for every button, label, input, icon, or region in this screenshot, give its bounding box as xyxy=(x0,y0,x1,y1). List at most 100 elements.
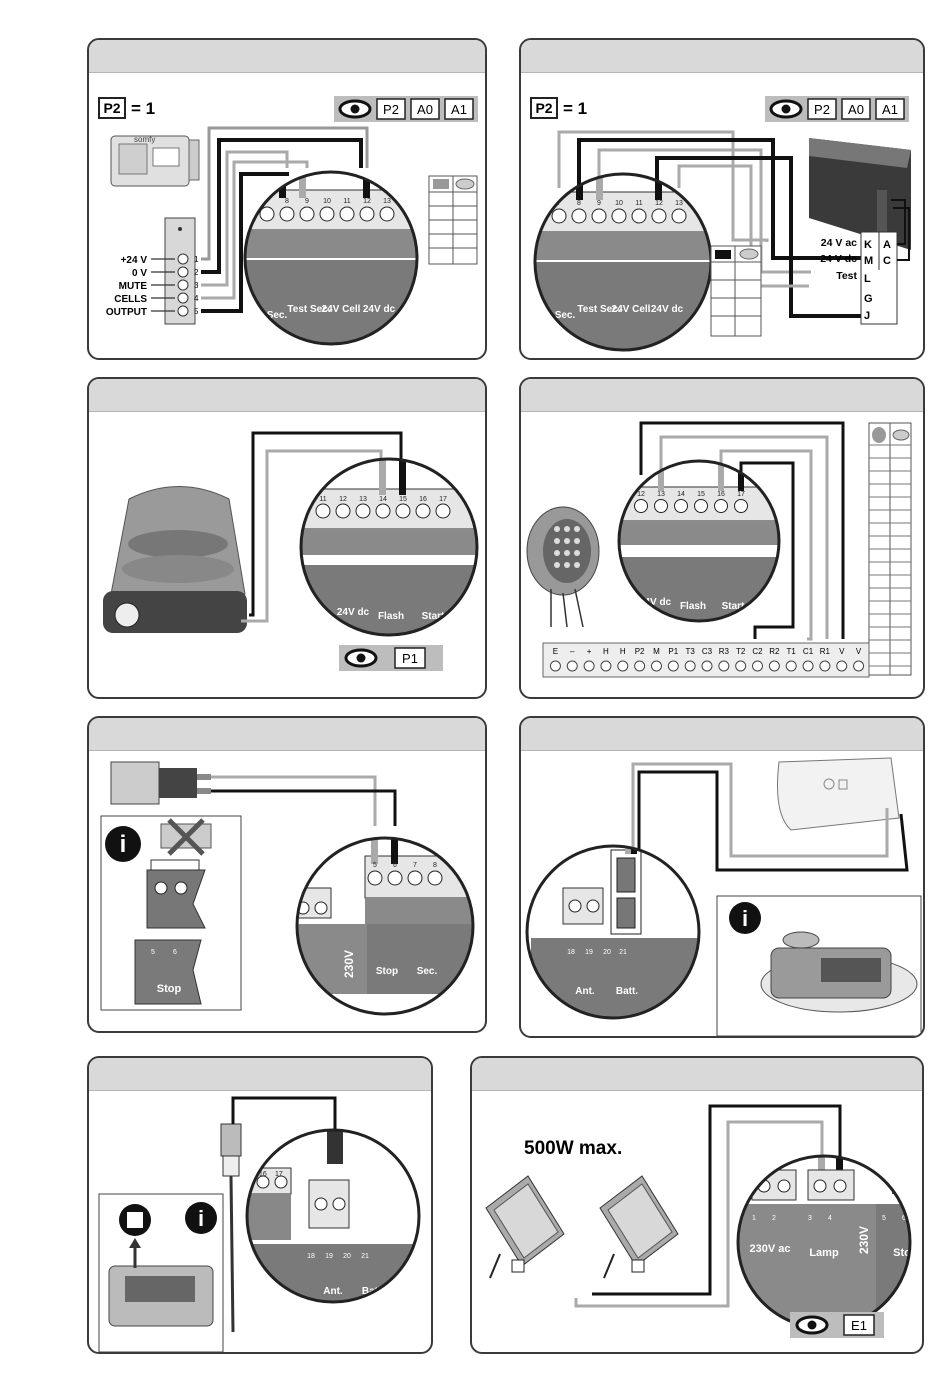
terminal-number: 15 xyxy=(399,496,407,503)
floodlight-icon xyxy=(485,1175,565,1279)
terminal-letter: A xyxy=(883,239,891,251)
terminal-number: 12 xyxy=(637,491,645,498)
legend-table xyxy=(428,175,478,265)
strip-terminal-label: R3 xyxy=(719,647,730,656)
terminal-letter: G xyxy=(864,293,873,305)
wires xyxy=(557,130,861,318)
lighting-diagram: 500W max. xyxy=(485,1104,912,1338)
motor-unit-photo-icon xyxy=(108,1238,214,1327)
panel-photocell-wiring: P2 = 1 P2 A0 A1 somfy 1 2 3 4 5 xyxy=(87,38,487,360)
panel-battery: 18 19 20 21 Ant. Batt. i xyxy=(519,716,925,1038)
function-label: Sec. xyxy=(417,966,438,977)
strip-terminal-label: C3 xyxy=(702,647,713,656)
terminal-number: 14 xyxy=(677,491,685,498)
strip-terminal-label: H xyxy=(620,647,626,656)
terminal-number: 18 xyxy=(567,949,575,956)
terminal-number: 20 xyxy=(343,1253,351,1260)
wires xyxy=(631,762,909,872)
function-label: Test Sec. xyxy=(577,304,620,315)
reflector-diagram: P2 = 1 P2 A0 A1 xyxy=(530,96,911,352)
terminal-number: 8 xyxy=(577,200,581,207)
stop-diagram: i 5 6 Stop xyxy=(100,761,475,1016)
keypad-icon xyxy=(526,506,600,596)
panel-header xyxy=(89,40,485,73)
strip-terminal-screw xyxy=(566,660,578,672)
terminal-number: 8 xyxy=(285,198,289,205)
strip-terminal-label: T2 xyxy=(736,647,746,656)
strip-terminal-screw xyxy=(718,660,730,672)
wire-label: Test xyxy=(836,270,857,282)
terminal-block-icon xyxy=(146,859,206,929)
no-tools-icon xyxy=(119,1204,151,1236)
terminal-letter: M xyxy=(864,255,873,267)
legend-table xyxy=(710,245,762,337)
wire-label: 24 V dc xyxy=(820,253,857,265)
power-limit: 500W max. xyxy=(524,1138,622,1159)
terminal-number: 10 xyxy=(615,200,623,207)
panel-lighting: 500W max. xyxy=(470,1056,924,1354)
terminal-number: 10 xyxy=(323,198,331,205)
function-label: Flash xyxy=(680,601,706,612)
terminal-number: 20 xyxy=(603,949,611,956)
strip-terminal-screw xyxy=(802,660,814,672)
svg-text:i: i xyxy=(198,1206,204,1231)
flash-light-diagram: 11 12 13 14 15 16 17 24V dc Flash Start … xyxy=(103,431,479,671)
keypad-diagram: 12 13 14 15 16 17 24V dc Flash Start E–+… xyxy=(526,421,912,678)
battery-pack-icon xyxy=(777,757,900,831)
strip-terminal-label: V xyxy=(839,647,845,656)
function-label: Batt. xyxy=(616,986,638,997)
panel-header xyxy=(521,718,923,751)
eye-icon xyxy=(344,648,378,668)
terminal-number: 7 xyxy=(413,862,417,869)
terminal-number: 5 xyxy=(151,949,155,956)
terminal-number: 4 xyxy=(828,1215,832,1222)
terminal-number: 14 xyxy=(379,496,387,503)
wires xyxy=(211,775,397,826)
panel-header xyxy=(472,1058,922,1091)
terminal-number: 16 xyxy=(419,496,427,503)
terminal-number: 11 xyxy=(319,496,326,503)
svg-text:i: i xyxy=(120,831,127,858)
function-label: Test Sec. xyxy=(287,304,330,315)
strip-terminal-screw xyxy=(549,660,561,672)
safety-edge-icon xyxy=(809,138,911,250)
strip-terminal-screw xyxy=(701,660,713,672)
function-label: Sec. xyxy=(267,310,288,321)
terminal-number: 21 xyxy=(619,949,627,956)
pin-number: 5 xyxy=(194,307,199,316)
terminal-number: 13 xyxy=(359,496,367,503)
panel-stop-input: i 5 6 Stop xyxy=(87,716,487,1033)
terminal-number: 13 xyxy=(383,198,391,205)
terminal-letter: C xyxy=(883,255,891,267)
wires xyxy=(231,1096,337,1130)
brand-logo: somfy xyxy=(134,135,155,144)
terminal-number: 12 xyxy=(655,200,663,207)
display-digit: P2 xyxy=(383,102,399,117)
terminal-number: 12 xyxy=(339,496,347,503)
terminal-number: 21 xyxy=(361,1253,369,1260)
signal-label: 0 V xyxy=(132,268,147,279)
legend-table xyxy=(868,422,912,676)
terminal-number: 6 xyxy=(173,949,177,956)
display-digit: A0 xyxy=(417,102,433,117)
display-digit: P2 xyxy=(814,102,830,117)
panel-flashing-light: 11 12 13 14 15 16 17 24V dc Flash Start … xyxy=(87,377,487,699)
terminal-number: 16 xyxy=(259,1171,267,1178)
terminal-number: 11 xyxy=(343,198,350,205)
terminal-letters: K M L G J A C xyxy=(864,239,891,322)
terminal-number: 16 xyxy=(717,491,725,498)
voltage-label: 230V xyxy=(857,1226,871,1254)
function-label: 24V dc xyxy=(639,597,672,608)
battery-diagram: 18 19 20 21 Ant. Batt. i xyxy=(525,757,922,1036)
panel-antenna: 16 17 18 19 20 21 Ant. Batt. i xyxy=(87,1056,433,1354)
function-label: Ant. xyxy=(323,1286,343,1297)
pin-number: 4 xyxy=(194,294,199,303)
terminal-number: 11 xyxy=(635,200,642,207)
panel-header xyxy=(89,718,485,751)
display-digit: P1 xyxy=(402,651,418,666)
strip-terminal-label: R1 xyxy=(820,647,831,656)
terminal-number: 12 xyxy=(363,198,371,205)
strip-terminal-label: R2 xyxy=(769,647,780,656)
panel-keypad-wiring: 12 13 14 15 16 17 24V dc Flash Start E–+… xyxy=(519,377,925,699)
info-icon: i xyxy=(729,902,761,934)
